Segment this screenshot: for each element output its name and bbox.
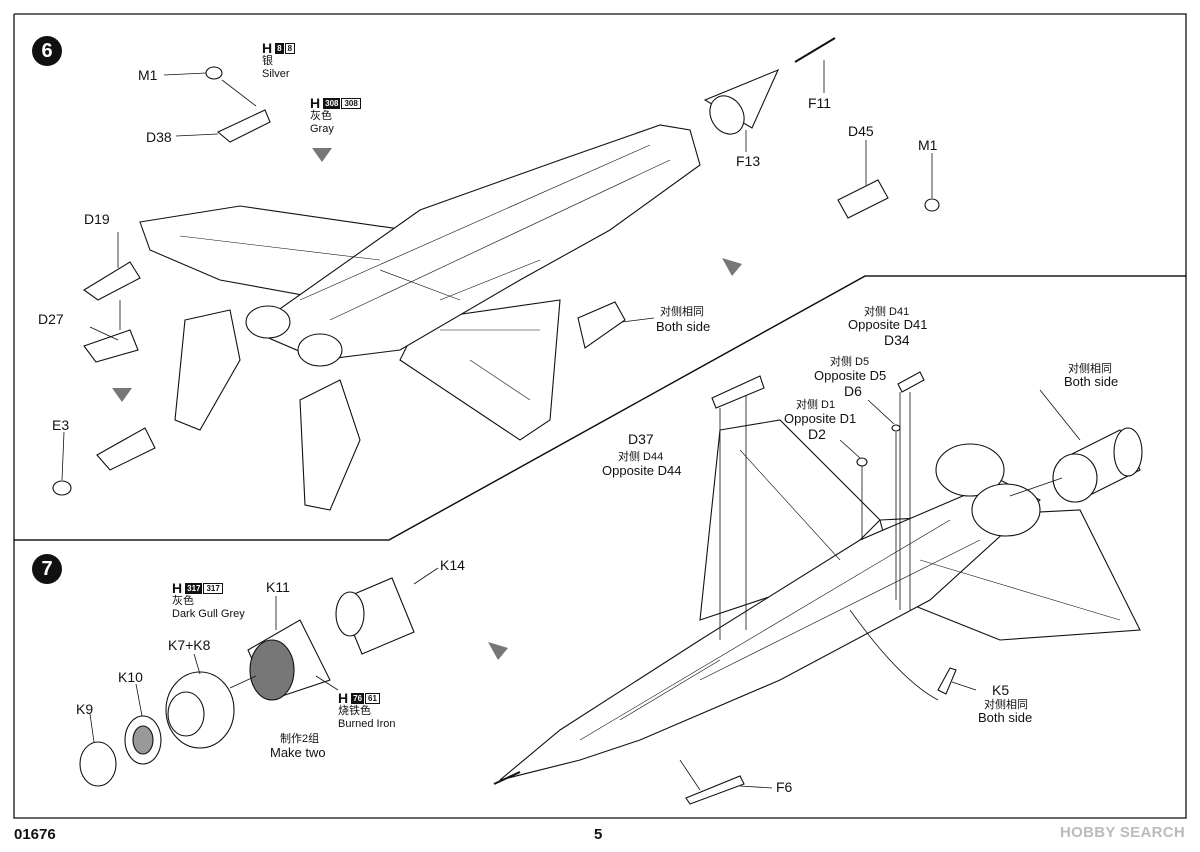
leader-lines-right [679,389,1081,791]
label-k9: K9 [76,701,94,717]
part-d19 [83,261,141,301]
paint-code: 308 [341,98,361,109]
label-opp-d1-cn: 对侧 D1 [796,399,836,411]
part-d6 [891,424,901,432]
label-d2: D2 [808,426,826,442]
label-both-side-en: Both side [656,319,711,334]
label-k10: K10 [118,669,143,685]
label-opp-d41-cn: 对侧 D41 [864,306,910,318]
part-m1-right [924,198,940,212]
paint-h-letter: H [338,690,349,706]
label-f13: F13 [736,153,761,169]
paint-en: Burned Iron [338,718,396,731]
part-m1-top [205,66,223,80]
page-number: 5 [594,826,603,843]
part-exhaust-nozzle [1052,427,1143,503]
label-opp-d5-cn: 对侧 D5 [830,356,870,368]
label-m1-top: M1 [138,67,158,83]
step-7-badge: 7 [32,554,62,584]
paint-en: Dark Gull Grey [172,608,245,621]
paint-code: 76 [351,693,365,704]
part-e3-pylon [96,427,156,471]
pitot-f11 [794,37,836,63]
label-m1-right: M1 [918,137,938,153]
part-f6 [685,775,745,805]
label-f11: F11 [808,95,832,111]
part-d37 [711,375,765,409]
label-d45: D45 [848,123,874,139]
aircraft-topside-panel-lines [579,449,1121,741]
pitot [493,771,521,785]
part-k9 [79,741,117,787]
part-d45 [837,179,889,219]
paint-cn: 灰色 [310,110,332,123]
label-d37: D37 [628,431,654,447]
paint-code: 317 [203,583,223,594]
label-opp-d41-en: Opposite D41 [848,317,928,332]
label-k14: K14 [440,557,465,573]
label-make-two-en: Make two [270,745,326,760]
label-e3: E3 [52,417,70,433]
label-k5: K5 [992,682,1010,698]
label-both-cn: 对侧相同 [1068,363,1112,375]
label-d27: D27 [38,311,64,327]
label-opp-d44-cn: 对侧 D44 [618,451,664,463]
label-opp-d44-en: Opposite D44 [602,463,682,478]
paint-cn: 灰色 [172,595,194,608]
paint-h-letter: H [310,95,321,111]
label-both-side-cn: 对侧相同 [660,306,704,318]
label-d19: D19 [84,211,110,227]
label-k7k8: K7+K8 [168,637,211,653]
label-f6: F6 [776,779,793,795]
paint-code: 61 [365,693,380,704]
nose-cone-f13 [703,68,780,135]
aircraft-underside [139,124,701,511]
part-e3 [52,480,72,496]
aircraft-topside [499,419,1141,781]
leader-lines-step6 [61,60,933,481]
paint-code: 317 [185,583,203,594]
label-k11: K11 [266,579,290,595]
step6-frame [13,13,1187,541]
label-both-en: Both side [1064,374,1119,389]
label-d6: D6 [844,383,862,399]
part-k5 [937,667,957,695]
label-opp-d5-en: Opposite D5 [814,368,887,383]
paint-en: Silver [262,68,290,81]
label-k5-en: Both side [978,710,1033,725]
step-6-badge: 6 [32,36,62,66]
paint-h-letter: H [262,40,273,56]
part-both-side-pylon [577,301,626,349]
paint-cn: 烧铁色 [338,705,371,718]
part-d27 [83,329,139,363]
aircraft-underside-panel-lines [179,144,671,401]
label-d34: D34 [884,332,910,348]
product-code: 01676 [14,826,56,843]
label-opp-d1-en: Opposite D1 [784,411,857,426]
paint-h-letter: H [172,580,183,596]
step7-frame [13,275,1187,819]
part-d38 [216,109,271,143]
step7-assembly [79,577,415,787]
paint-code: 8 [275,43,284,54]
label-make-two-cn: 制作2组 [280,733,320,745]
paint-cn: 银 [262,55,273,68]
paint-code: 8 [284,43,296,54]
part-d2 [856,457,868,467]
direction-arrows [112,148,742,660]
label-k5-cn: 对侧相同 [984,699,1028,711]
label-d38: D38 [146,129,172,145]
paint-en: Gray [310,123,334,136]
part-d34 [897,371,925,393]
watermark: HOBBY SEARCH [1060,824,1186,841]
leader-lines-step7 [89,567,439,743]
paint-code: 308 [323,98,341,109]
